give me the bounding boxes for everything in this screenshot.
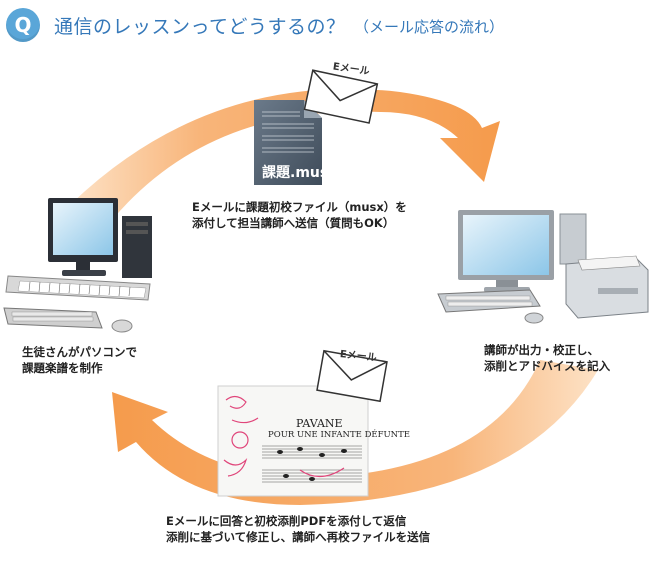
teacher-computer-illustration	[437, 210, 649, 324]
caption-line: 添付して担当講師へ送信（質問もOK）	[192, 216, 395, 230]
caption-line: 添削とアドバイスを記入	[484, 359, 611, 373]
page-title: 通信のレッスンってどうするの？	[54, 16, 346, 38]
page-subtitle: （メール応答の流れ）	[354, 18, 505, 36]
file-name: 課題.mus	[262, 165, 329, 181]
caption-line: 講師が出力・校正し、	[484, 343, 599, 357]
caption-line: 課題楽譜を制作	[22, 361, 103, 375]
header: Q 通信のレッスンってどうするの？ （メール応答の流れ）	[0, 0, 656, 52]
corrected-score-image	[217, 385, 369, 497]
caption-line: Eメールに課題初校ファイル（musx）を	[192, 200, 407, 214]
caption-line: 添削に基づいて修正し、講師へ再校ファイルを送信	[166, 530, 431, 544]
step-send-caption: Eメールに課題初校ファイル（musx）を 添付して担当講師へ送信（質問もOK）	[192, 199, 407, 231]
caption-line: 生徒さんがパソコンで	[22, 345, 137, 359]
student-computer-illustration	[3, 198, 152, 333]
q-badge: Q	[6, 8, 40, 42]
score-subtitle: POUR UNE INFANTE DÉFUNTE	[268, 430, 410, 440]
score-title: PAVANE	[296, 417, 343, 430]
step-reply-caption: Eメールに回答と初校添削PDFを添付して返信 添削に基づいて修正し、講師へ再校フ…	[166, 513, 430, 545]
music-file-icon	[254, 100, 322, 185]
email-envelope-icon	[303, 69, 379, 124]
caption-line: Eメールに回答と初校添削PDFを添付して返信	[166, 514, 407, 528]
step-correct-caption: 講師が出力・校正し、 添削とアドバイスを記入	[484, 342, 610, 374]
reply-envelope-icon	[316, 349, 388, 403]
step-create-caption: 生徒さんがパソコンで 課題楽譜を制作	[22, 344, 137, 376]
